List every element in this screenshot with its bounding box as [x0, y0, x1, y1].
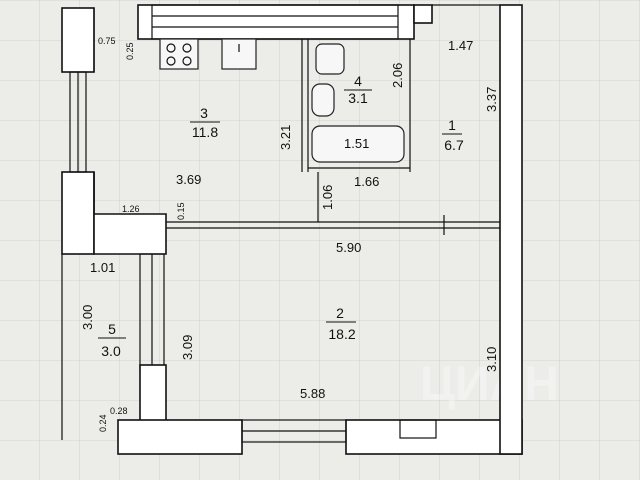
dim-1-01: 1.01 — [90, 260, 115, 275]
dim-1-06: 1.06 — [320, 185, 335, 210]
svg-text:1: 1 — [448, 117, 456, 133]
toilet-icon — [315, 43, 345, 75]
radiator-bottom — [399, 419, 437, 439]
dim-3-69: 3.69 — [176, 172, 201, 187]
room-5-label: 5 3.0 — [98, 321, 126, 359]
dim-0-24: 0.24 — [98, 414, 108, 432]
dim-3-09: 3.09 — [180, 335, 195, 360]
svg-text:18.2: 18.2 — [328, 326, 355, 342]
dim-3-37: 3.37 — [484, 87, 499, 112]
svg-text:4: 4 — [354, 73, 362, 89]
wall-bottom-right — [345, 419, 523, 455]
sink-icon — [221, 38, 257, 70]
wall-left-step — [93, 172, 167, 255]
dim-0-28: 0.28 — [110, 406, 128, 416]
dim-3-21: 3.21 — [278, 125, 293, 150]
svg-text:3: 3 — [200, 105, 208, 121]
window-top — [151, 4, 399, 40]
dim-2-06: 2.06 — [390, 63, 405, 88]
room-3-label: 3 11.8 — [190, 105, 220, 140]
wall-bottom-left — [117, 419, 243, 455]
washbasin-icon — [311, 83, 335, 117]
room-1-label: 1 6.7 — [442, 117, 464, 153]
dim-5-90: 5.90 — [336, 240, 361, 255]
svg-text:3.0: 3.0 — [101, 343, 121, 359]
room-4-label: 4 3.1 — [344, 73, 372, 106]
dim-3-00: 3.00 — [80, 305, 95, 330]
dim-1-26: 1.26 — [122, 204, 140, 214]
svg-text:5: 5 — [108, 321, 116, 337]
dim-5-88: 5.88 — [300, 386, 325, 401]
wall-left-mid — [61, 171, 95, 255]
svg-text:2: 2 — [336, 305, 344, 321]
dim-0-25: 0.25 — [125, 42, 135, 60]
wall-right — [499, 4, 523, 455]
svg-text:3.1: 3.1 — [348, 90, 368, 106]
bathtub-icon — [311, 125, 405, 163]
svg-text:6.7: 6.7 — [444, 137, 464, 153]
wall-top-left — [61, 7, 95, 73]
room-2-label: 2 18.2 — [326, 305, 356, 342]
svg-text:11.8: 11.8 — [192, 124, 218, 140]
dim-0-75: 0.75 — [98, 36, 116, 46]
watermark-text: ЦИАН — [420, 358, 559, 411]
dim-3-10: 3.10 — [484, 347, 499, 372]
dim-1-51: 1.51 — [344, 136, 369, 151]
dim-1-66: 1.66 — [354, 174, 379, 189]
dim-0-15: 0.15 — [176, 202, 186, 220]
dim-1-47: 1.47 — [448, 38, 473, 53]
wall-top — [137, 4, 415, 40]
wall-top-right — [413, 4, 433, 24]
stove-icon — [159, 38, 199, 70]
wall-left-lower — [139, 364, 167, 426]
